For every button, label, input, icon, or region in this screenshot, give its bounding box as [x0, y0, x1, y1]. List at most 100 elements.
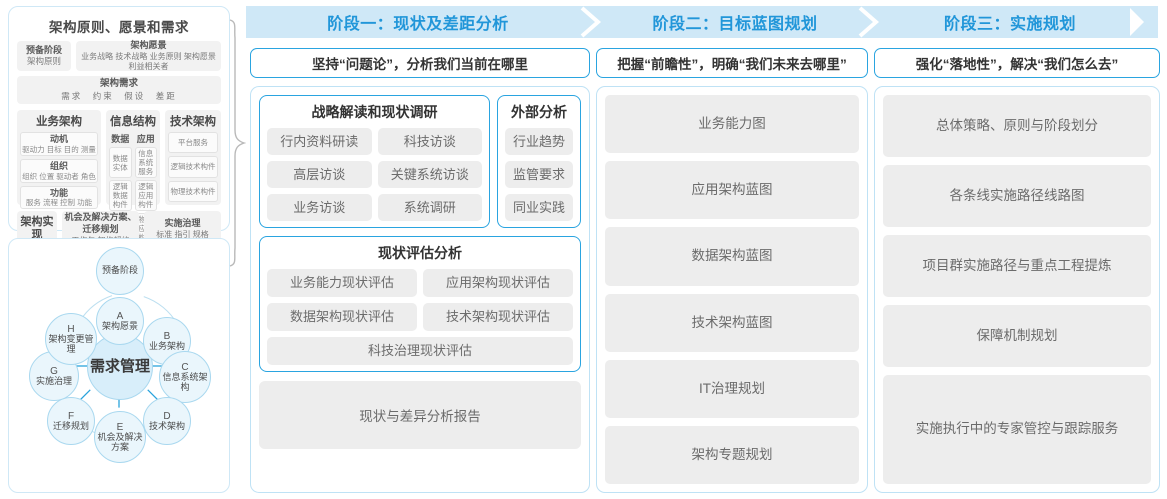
chip-application-architecture-assessment[interactable]: 应用架构现状评估	[423, 269, 573, 297]
card-external-analysis-title: 外部分析	[511, 104, 567, 120]
stage-3-header-label: 阶段三：实施规划	[943, 16, 1076, 33]
chip-row: 数据架构现状评估 技术架构现状评估	[267, 303, 573, 331]
togaf-tech-item: 平台服务	[168, 132, 218, 154]
chip-peer-practice[interactable]: 同业实践	[505, 194, 573, 221]
stage-1-top-cards: 战略解读和现状调研 行内资料研读 科技访谈 高层访谈 关键系统访谈 业务访谈 系…	[259, 95, 581, 228]
stage-1-header: 阶段一：现状及差距分析	[246, 6, 590, 38]
adm-prelim-label: 预备阶段	[101, 265, 138, 276]
adm-node-f[interactable]: F 迁移规划	[47, 397, 95, 445]
chip-expert-control-tracking-service[interactable]: 实施执行中的专家管控与跟踪服务	[883, 374, 1151, 484]
togaf-column-information: 信息结构 数据 数据实体 逻辑数据构件 物理数据构件 应用 信息系统服务 逻辑应…	[106, 110, 160, 244]
curly-brace-connector-icon	[228, 18, 247, 268]
chip-it-governance-plan[interactable]: IT治理规划	[605, 359, 859, 418]
chip-application-architecture-blueprint[interactable]: 应用架构蓝图	[605, 161, 859, 220]
stage-2-subtitle: 把握“前瞻性”，明确“我们未来去哪里”	[596, 48, 868, 78]
chip-data-architecture-assessment[interactable]: 数据架构现状评估	[267, 303, 417, 331]
chip-gap-analysis-report-label: 现状与差异分析报告	[359, 409, 481, 424]
chip-system-survey[interactable]: 系统调研	[377, 194, 482, 221]
card-external-analysis: 外部分析 行业趋势 监管要求 同业实践	[497, 95, 581, 228]
togaf-info-data-item: 数据实体	[109, 147, 132, 178]
togaf-business-organization-sub: 组织 位置 驱动者 角色	[22, 171, 96, 181]
togaf-column-information-head: 信息结构	[110, 116, 156, 128]
chip-line-implementation-roadmap[interactable]: 各条线实施路径线路图	[883, 164, 1151, 227]
togaf-vision-box: 架构愿景 业务战略 技术战略 业务原则 架构愿景 利益相关者	[76, 39, 221, 72]
chip-tech-interview[interactable]: 科技访谈	[377, 128, 482, 155]
left-column: 架构原则、愿景和需求 预备阶段 架构原则 架构愿景 业务战略 技术战略 业务原则…	[8, 6, 230, 493]
adm-node-c[interactable]: C 信息系统架构	[159, 351, 211, 403]
togaf-tech-item: 逻辑技术构件	[168, 156, 218, 178]
chip-business-capability-assessment[interactable]: 业务能力现状评估	[267, 269, 417, 297]
togaf-business-function-sub: 服务 流程 控制 功能	[25, 198, 93, 208]
chip-business-interview[interactable]: 业务访谈	[267, 194, 372, 221]
chip-row: 行内资料研读 科技访谈	[267, 128, 482, 155]
togaf-info-data-item: 逻辑数据构件	[109, 180, 132, 211]
stage-1-header-label: 阶段一：现状及差距分析	[327, 16, 509, 33]
stage-2-body: 业务能力图 应用架构蓝图 数据架构蓝图 技术架构蓝图 IT治理规划 架构专题规划	[596, 86, 868, 493]
togaf-opportunities-head: 机会及解决方案、迁移规划	[64, 212, 137, 234]
togaf-content-framework-panel: 架构原则、愿景和需求 预备阶段 架构原则 架构愿景 业务战略 技术战略 业务原则…	[8, 6, 230, 247]
chevron-separator-1-icon	[578, 6, 606, 38]
togaf-row-vision: 预备阶段 架构原则 架构愿景 业务战略 技术战略 业务原则 架构愿景 利益相关者	[17, 39, 221, 72]
chevron-separator-2-icon	[856, 6, 884, 38]
togaf-requirements-sub: 需求 约束 假设 差距	[61, 91, 177, 102]
stage-1-subtitle: 坚持“问题论”，分析我们当前在哪里	[250, 48, 590, 78]
togaf-column-technology-head: 技术架构	[170, 116, 216, 128]
chip-assurance-mechanism-plan[interactable]: 保障机制规划	[883, 304, 1151, 367]
card-strategy-research: 战略解读和现状调研 行内资料研读 科技访谈 高层访谈 关键系统访谈 业务访谈 系…	[259, 95, 490, 228]
card-current-state-assessment-title: 现状评估分析	[378, 245, 462, 261]
togaf-business-function-head: 功能	[49, 187, 68, 198]
togaf-business-function: 功能 服务 流程 控制 功能	[20, 185, 98, 210]
togaf-vision-sub: 业务战略 技术战略 业务原则 架构愿景 利益相关者	[81, 52, 216, 72]
togaf-governance-head: 实施治理	[164, 217, 201, 228]
togaf-column-business: 业务架构 动机 驱动力 目标 目的 测量 组织 组织 位置 驱动者 角色 功能 …	[17, 110, 101, 210]
adm-node-h[interactable]: H 架构变更管理	[45, 313, 97, 365]
stage-1-body: 战略解读和现状调研 行内资料研读 科技访谈 高层访谈 关键系统访谈 业务访谈 系…	[250, 86, 590, 493]
adm-node-a[interactable]: A 架构愿景	[96, 297, 144, 345]
chip-key-system-interview[interactable]: 关键系统访谈	[377, 161, 482, 188]
togaf-vision-head: 架构愿景	[130, 39, 167, 50]
togaf-governance-sub: 标准 指引 规格	[156, 230, 209, 240]
chip-architecture-topic-plan[interactable]: 架构专题规划	[605, 425, 859, 485]
adm-node-d[interactable]: D 技术架构	[143, 397, 191, 445]
chip-program-implementation-path[interactable]: 项目群实施路径与重点工程提炼	[883, 234, 1151, 297]
togaf-business-motivation-head: 动机	[49, 134, 68, 144]
stage-3-header: 阶段三：实施规划	[880, 6, 1140, 38]
togaf-domain-columns: 业务架构 动机 驱动力 目标 目的 测量 组织 组织 位置 驱动者 角色 功能 …	[17, 110, 221, 244]
togaf-prelim-head: 预备阶段	[25, 45, 62, 56]
chip-overall-strategy-principles-phasing[interactable]: 总体策略、原则与阶段划分	[883, 95, 1151, 157]
togaf-requirements-head: 架构需求	[99, 78, 138, 90]
togaf-info-app-head: 应用	[136, 134, 155, 144]
togaf-column-business-head: 业务架构	[36, 116, 82, 128]
togaf-requirements-box: 架构需求 需求 约束 假设 差距	[17, 76, 221, 104]
chip-technology-architecture-blueprint[interactable]: 技术架构蓝图	[605, 293, 859, 352]
chip-technology-architecture-assessment[interactable]: 技术架构现状评估	[423, 303, 573, 331]
stage-3-body: 总体策略、原则与阶段划分 各条线实施路径线路图 项目群实施路径与重点工程提炼 保…	[874, 86, 1160, 493]
adm-node-e[interactable]: E 机会及解决方案	[94, 411, 146, 463]
togaf-info-app-item: 逻辑应用构件	[134, 180, 157, 211]
togaf-business-organization-head: 组织	[49, 160, 68, 171]
adm-node-preliminary[interactable]: 预备阶段	[96, 247, 144, 295]
stage-3-item-list: 总体策略、原则与阶段划分 各条线实施路径线路图 项目群实施路径与重点工程提炼 保…	[883, 95, 1151, 484]
togaf-info-data-head: 数据	[111, 134, 130, 144]
chip-tech-governance-assessment[interactable]: 科技治理现状评估	[267, 337, 573, 365]
togaf-prelim-sub: 架构原则	[26, 56, 61, 67]
togaf-business-organization: 组织 组织 位置 驱动者 角色	[20, 158, 98, 183]
togaf-title: 架构原则、愿景和需求	[49, 20, 189, 35]
chip-row: 科技治理现状评估	[267, 337, 573, 365]
chip-data-architecture-blueprint[interactable]: 数据架构蓝图	[605, 227, 859, 286]
chip-executive-interview[interactable]: 高层访谈	[267, 161, 372, 188]
togaf-prelim-box: 预备阶段 架构原则	[17, 41, 71, 71]
stage-2-item-list: 业务能力图 应用架构蓝图 数据架构蓝图 技术架构蓝图 IT治理规划 架构专题规划	[605, 95, 859, 485]
chip-business-capability-map[interactable]: 业务能力图	[605, 95, 859, 154]
stage-1-subtitle-label: 坚持“问题论”，分析我们当前在哪里	[312, 57, 528, 72]
stage-2-subtitle-label: 把握“前瞻性”，明确“我们未来去哪里”	[617, 57, 847, 72]
togaf-column-technology: 技术架构 平台服务 逻辑技术构件 物理技术构件	[165, 110, 221, 205]
chip-industry-trend[interactable]: 行业趋势	[505, 128, 573, 155]
chip-internal-docs-review[interactable]: 行内资料研读	[267, 128, 372, 155]
chip-row: 高层访谈 关键系统访谈	[267, 161, 482, 188]
chip-row: 业务访谈 系统调研	[267, 194, 482, 221]
chip-gap-analysis-report[interactable]: 现状与差异分析报告	[259, 381, 581, 449]
chip-regulatory-requirement[interactable]: 监管要求	[505, 161, 573, 188]
card-current-state-assessment: 现状评估分析 业务能力现状评估 应用架构现状评估 数据架构现状评估 技术架构现状…	[259, 236, 581, 372]
